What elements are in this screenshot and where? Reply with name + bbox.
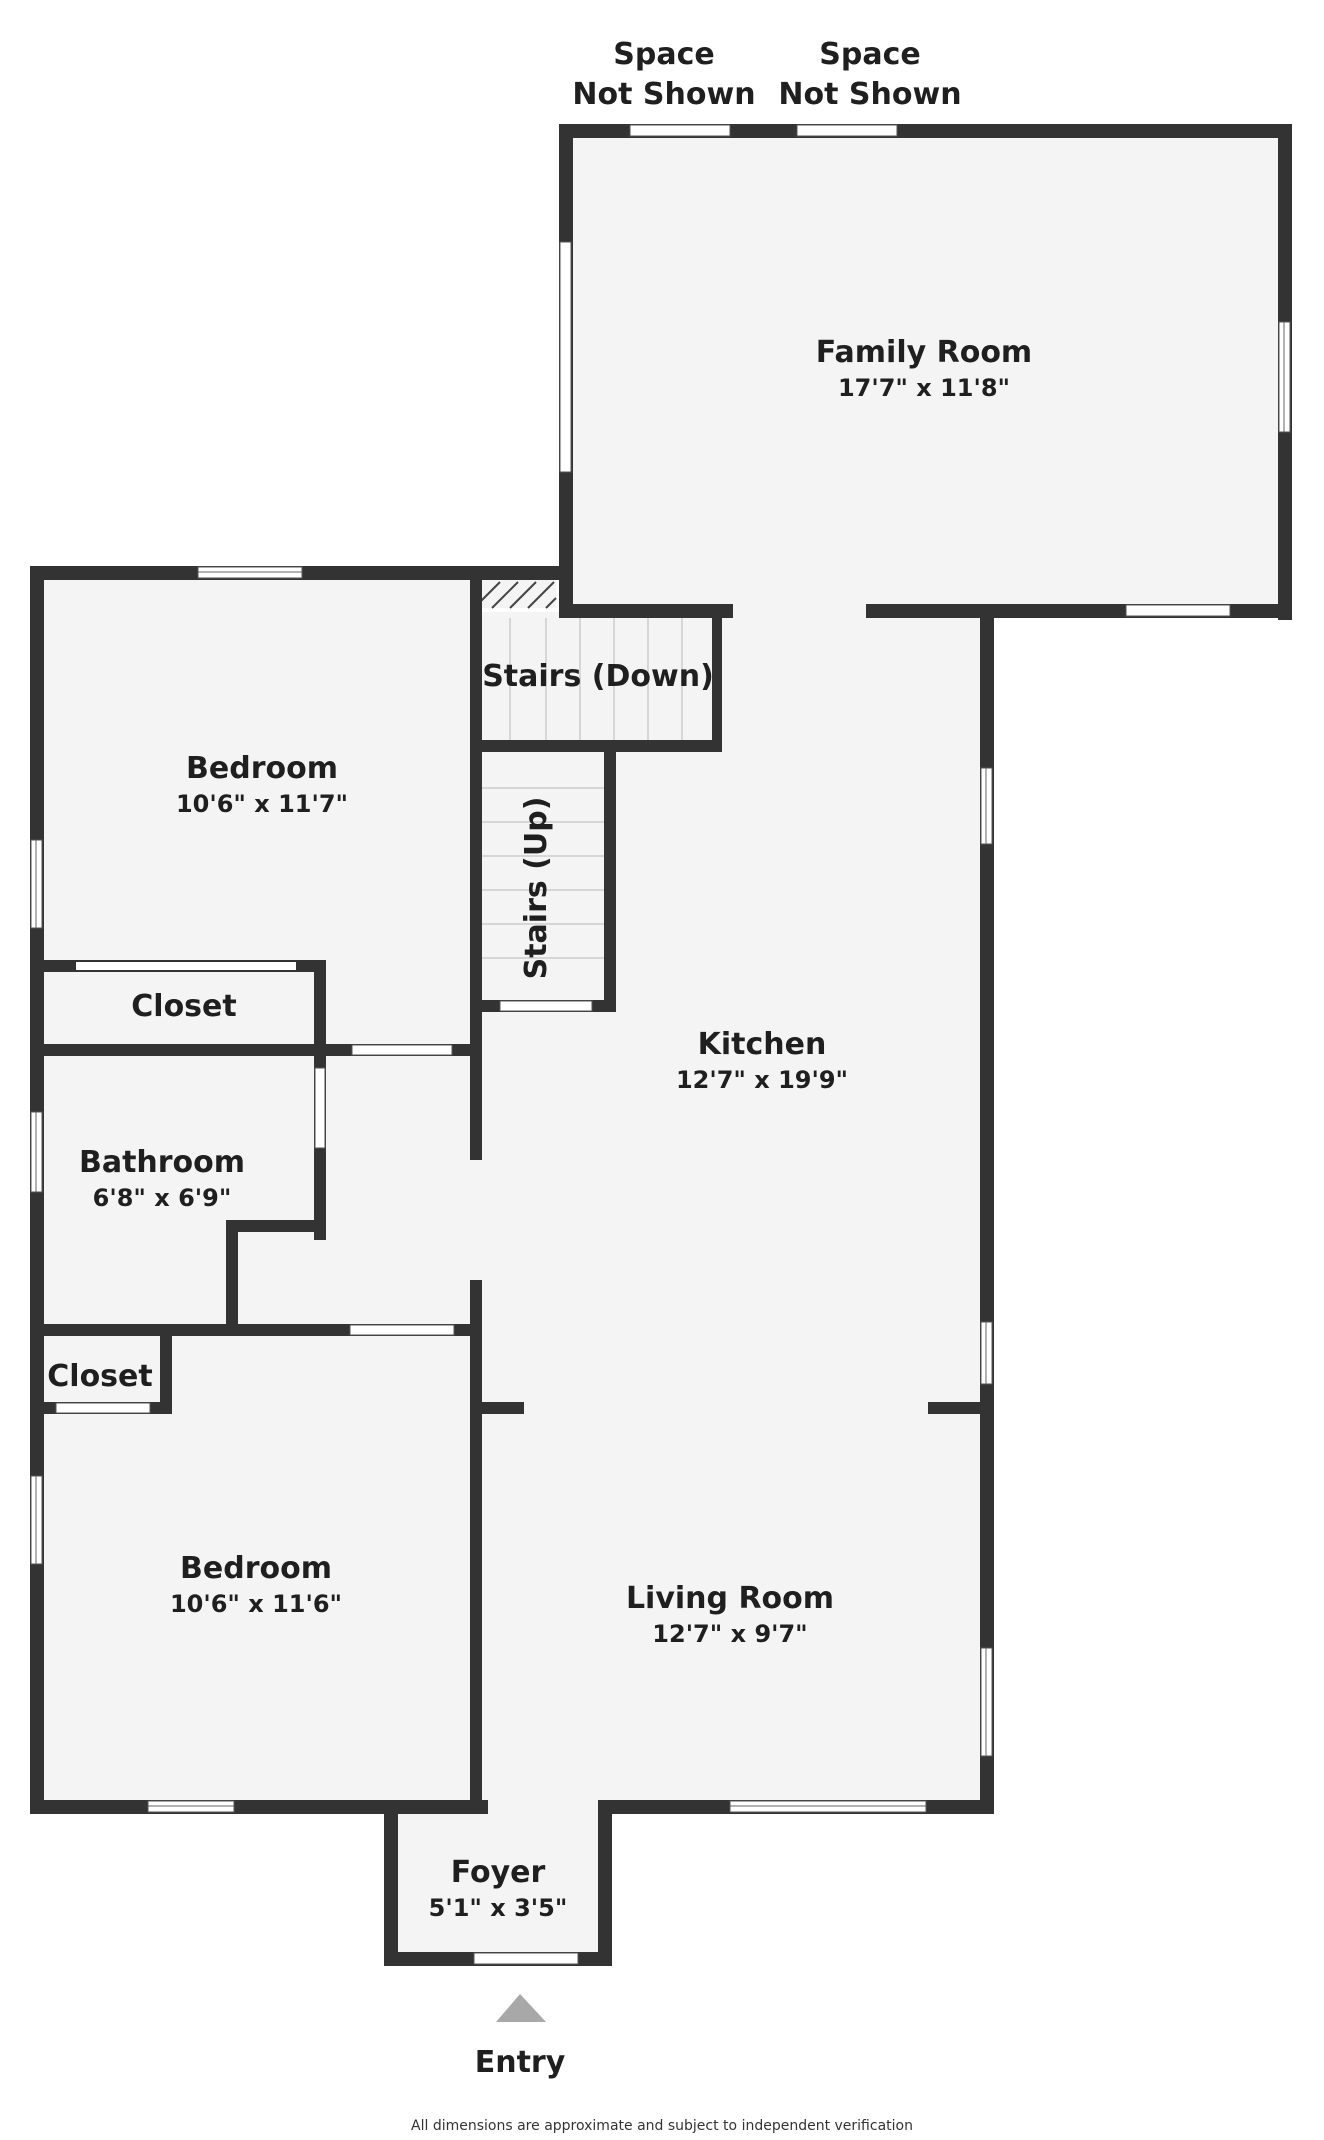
bedroom-2-name: Bedroom: [180, 1551, 332, 1586]
bedroom-1-label: Bedroom 10'6" x 11'7": [176, 751, 348, 818]
closet-2-name: Closet: [47, 1359, 152, 1394]
stairs-up-floor: [478, 750, 608, 1004]
hatched-landing: [477, 578, 557, 609]
bedroom-2-label: Bedroom 10'6" x 11'6": [170, 1551, 342, 1618]
space-not-shown-2-line2: Not Shown: [778, 77, 961, 112]
closet-1-label: Closet: [131, 989, 236, 1024]
door-openings: [55, 962, 593, 1414]
stairs-down-treads: [509, 618, 683, 742]
foyer-name: Foyer: [451, 1855, 546, 1890]
closet-2-label: Closet: [47, 1359, 152, 1394]
floor-areas: [40, 136, 1278, 1966]
kitchen-name: Kitchen: [698, 1027, 827, 1062]
bedroom-1-name: Bedroom: [186, 751, 338, 786]
bedroom-2-dims: 10'6" x 11'6": [170, 1590, 342, 1618]
bathroom-label: Bathroom 6'8" x 6'9": [79, 1145, 245, 1212]
bathroom-name: Bathroom: [79, 1145, 245, 1180]
space-not-shown-2-line1: Space: [819, 37, 920, 72]
closet-1-name: Closet: [131, 989, 236, 1024]
kitchen-label: Kitchen 12'7" x 19'9": [676, 1027, 848, 1094]
stairs-down-floor: [478, 618, 716, 742]
space-not-shown-1-line1: Space: [613, 37, 714, 72]
foyer-label: Foyer 5'1" x 3'5": [429, 1855, 568, 1922]
bedroom-1-dims: 10'6" x 11'7": [176, 790, 348, 818]
space-not-shown-1-line2: Not Shown: [572, 77, 755, 112]
family-room-name: Family Room: [816, 335, 1032, 370]
family-room-label: Family Room 17'7" x 11'8": [816, 335, 1032, 402]
stairs-down-label: Stairs (Down): [482, 659, 714, 694]
disclaimer: All dimensions are approximate and subje…: [411, 2118, 913, 2134]
living-room-label: Living Room 12'7" x 9'7": [626, 1581, 834, 1648]
bathroom-dims: 6'8" x 6'9": [93, 1184, 232, 1212]
stairs-up-label: Stairs (Up): [519, 797, 554, 980]
living-room-dims: 12'7" x 9'7": [652, 1620, 807, 1648]
family-room-dims: 17'7" x 11'8": [838, 374, 1010, 402]
stairs-up-treads: [478, 787, 608, 959]
west-wing-floor: [40, 578, 470, 1800]
family-room-floor: [566, 136, 1278, 612]
kitchen-dims: 12'7" x 19'9": [676, 1066, 848, 1094]
living-room-name: Living Room: [626, 1581, 834, 1616]
foyer-floor: [394, 1800, 602, 1966]
space-not-shown-1: Space Not Shown: [572, 37, 755, 112]
windows: [30, 124, 1291, 1965]
foyer-dims: 5'1" x 3'5": [429, 1894, 568, 1922]
entry-arrow-icon: [496, 1994, 546, 2022]
entry-label: Entry: [475, 2045, 566, 2080]
space-not-shown-2: Space Not Shown: [778, 37, 961, 112]
